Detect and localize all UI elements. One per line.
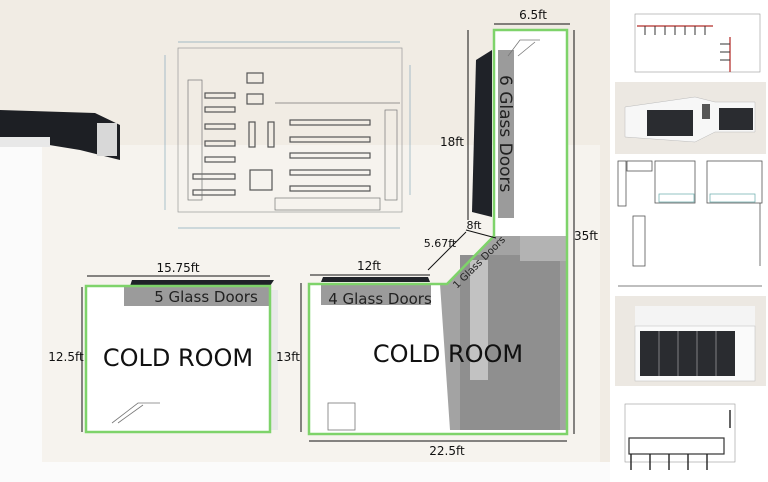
- store-floor-plan-drawing: [164, 41, 411, 229]
- dimension-depth-left: 12.5ft: [48, 350, 84, 364]
- dimension-13ft: 13ft: [276, 350, 300, 364]
- door-icon: [327, 39, 540, 431]
- thumbnail-layout-plan[interactable]: [615, 2, 766, 80]
- glass-doors-4: [321, 277, 430, 282]
- thumbnail-render-l-shape[interactable]: [615, 82, 766, 154]
- dimension-18ft: 18ft: [440, 135, 464, 149]
- cold-room-diagram: 5 Glass Doors COLD ROOM 15.75ft 12.5ft 4…: [0, 0, 610, 482]
- thumbnail-strip: [613, 0, 768, 482]
- room-label-left: COLD ROOM: [103, 344, 253, 372]
- thumbnail-render-cold-room[interactable]: [615, 296, 766, 386]
- dimension-6-5ft: 6.5ft: [519, 8, 547, 22]
- thumbnail-cold-room-plan[interactable]: [615, 388, 766, 480]
- glass-doors-5: [130, 280, 274, 286]
- dimension-line-5-67: [427, 231, 467, 271]
- door-label-5: 5 Glass Doors: [154, 288, 258, 306]
- cold-room-right: 4 Glass Doors COLD ROOM 6 Glass Doors 1 …: [276, 8, 598, 458]
- door-label-6: 6 Glass Doors: [495, 75, 515, 193]
- dimension-8ft: 8ft: [467, 219, 483, 232]
- door-label-4: 4 Glass Doors: [328, 290, 432, 308]
- thumbnail-store-floor-plan[interactable]: [615, 156, 766, 294]
- dimension-width-left: 15.75ft: [156, 261, 199, 275]
- dimension-12ft: 12ft: [357, 259, 381, 273]
- door-icon: [111, 402, 160, 424]
- dimension-35ft: 35ft: [574, 229, 598, 243]
- glass-doors-6: [472, 50, 492, 217]
- dark-shelf-unit: [0, 110, 120, 160]
- cold-room-left: 5 Glass Doors COLD ROOM 15.75ft 12.5ft: [48, 261, 278, 434]
- room-label-right: COLD ROOM: [373, 340, 523, 368]
- front-wall: [40, 462, 610, 482]
- dimension-line-8: [465, 229, 497, 239]
- dimension-5-67ft: 5.67ft: [424, 237, 457, 250]
- side-wall: [0, 145, 42, 482]
- dimension-22-5ft: 22.5ft: [429, 444, 465, 458]
